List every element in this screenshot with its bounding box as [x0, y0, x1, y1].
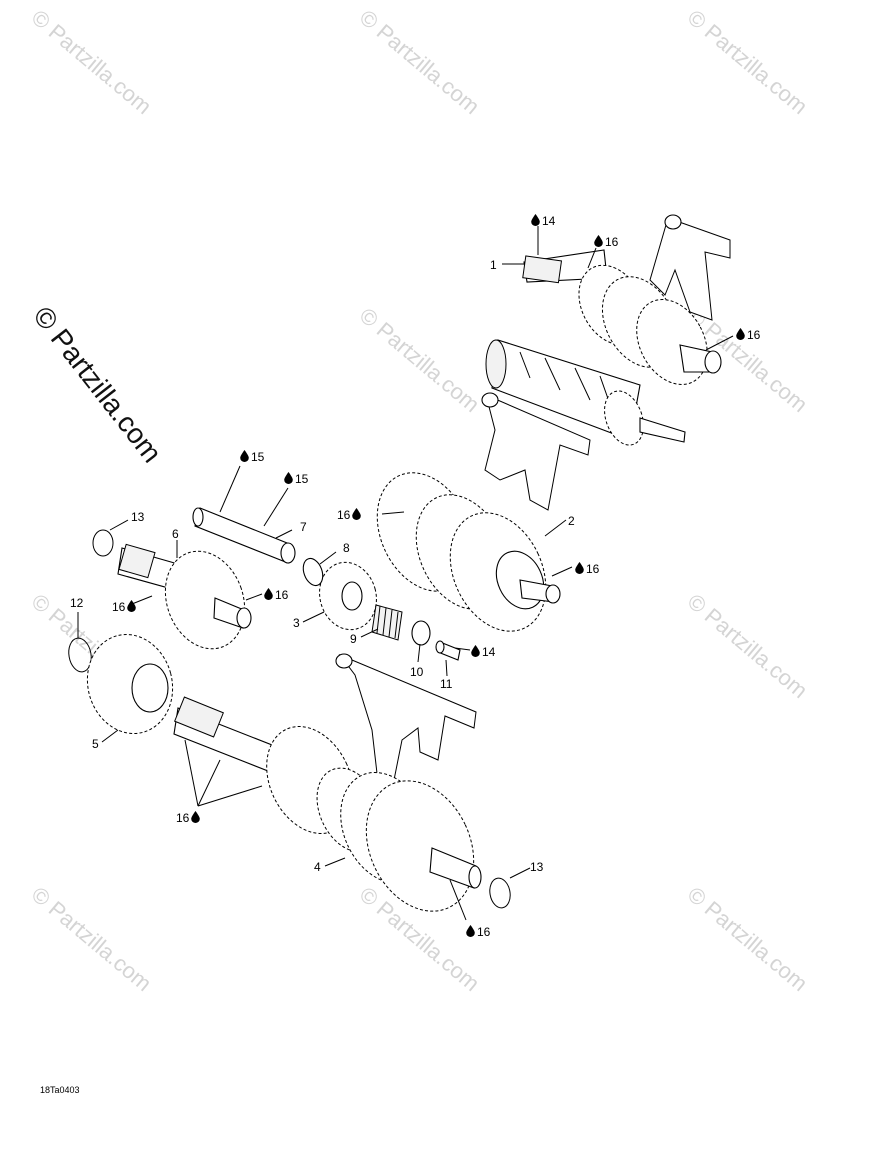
part-13-ring-bottom [489, 877, 511, 909]
shift-fork-bottom [335, 653, 477, 791]
part-12-circlip [68, 637, 92, 673]
lube-16-part6-left: 16 [112, 600, 136, 614]
oil-drop-icon [352, 508, 361, 520]
part-8-washer [302, 557, 324, 587]
callout-7: 7 [300, 520, 307, 534]
svg-text:16: 16 [586, 562, 600, 576]
svg-text:16: 16 [275, 588, 289, 602]
svg-text:15: 15 [251, 450, 265, 464]
lube-16-shaft1-end: 16 [736, 328, 761, 342]
svg-text:16: 16 [112, 600, 126, 614]
callout-10: 10 [410, 665, 424, 679]
svg-text:16: 16 [605, 235, 619, 249]
callout-8: 8 [343, 541, 350, 555]
lube-14-top: 14 [531, 214, 556, 228]
lube-16-shaft1: 16 [594, 235, 619, 249]
oil-drop-icon [284, 472, 293, 484]
callout-5: 5 [92, 737, 99, 751]
watermark-text: © Partzilla.com [683, 882, 813, 996]
watermark-text: © Partzilla.com [27, 5, 157, 119]
part-callouts: 1 2 3 4 5 6 7 8 9 10 11 12 13 13 [70, 258, 575, 874]
lube-15-right: 15 [284, 472, 309, 486]
svg-text:15: 15 [295, 472, 309, 486]
callout-9: 9 [350, 632, 357, 646]
callout-13-bottom: 13 [530, 860, 544, 874]
lube-callouts: 14 16 16 15 15 16 16 16 [112, 214, 761, 939]
watermark-text: © Partzilla.com [683, 5, 813, 119]
shift-fork-top [649, 214, 731, 321]
callout-13-top: 13 [131, 510, 145, 524]
oil-drop-icon [127, 600, 136, 612]
brand-text: © Partzilla.com [27, 301, 168, 469]
lube-16-cluster-right: 16 [575, 562, 600, 576]
watermark-text: © Partzilla.com [355, 5, 485, 119]
oil-drop-icon [191, 811, 200, 823]
watermark-text: © Partzilla.com [27, 882, 157, 996]
part-5-sprocket-gear [86, 633, 174, 735]
oil-drop-icon [531, 214, 540, 226]
lube-16-part6-right: 16 [264, 588, 289, 602]
drawing-code: 18Ta0403 [40, 1085, 80, 1095]
callout-2: 2 [568, 514, 575, 528]
shift-drum [485, 339, 686, 446]
leader-lines [77, 226, 734, 921]
oil-drop-icon [471, 645, 480, 657]
callout-6: 6 [172, 527, 179, 541]
svg-text:14: 14 [542, 214, 556, 228]
part-9-needle-bearing [371, 604, 403, 641]
lube-16-cluster-left: 16 [337, 508, 361, 522]
part-4-output-shaft [173, 696, 482, 912]
oil-drop-icon [264, 588, 273, 600]
svg-text:16: 16 [337, 508, 351, 522]
shift-fork-middle [481, 392, 591, 511]
oil-drop-icon [736, 328, 745, 340]
callout-1: 1 [490, 258, 497, 272]
part-2-gear-cluster [376, 472, 561, 632]
callout-4: 4 [314, 860, 321, 874]
part-13-ring-top [92, 529, 114, 557]
svg-text:16: 16 [176, 811, 190, 825]
part-3-small-gear [319, 561, 377, 631]
part-11-screw [435, 640, 461, 661]
callout-11: 11 [440, 677, 453, 691]
oil-drop-icon [466, 925, 475, 937]
part-10-washer [411, 620, 431, 646]
svg-text:14: 14 [482, 645, 496, 659]
lube-14-screw: 14 [471, 645, 496, 659]
watermark-text: © Partzilla.com [355, 303, 485, 417]
lube-15-left: 15 [240, 450, 265, 464]
callout-3: 3 [293, 616, 300, 630]
part-1-input-shaft [522, 249, 722, 385]
oil-drop-icon [594, 235, 603, 247]
oil-drop-icon [240, 450, 249, 462]
lube-16-output-end: 16 [466, 925, 491, 939]
svg-text:16: 16 [747, 328, 761, 342]
svg-text:16: 16 [477, 925, 491, 939]
lube-16-output-triple: 16 [176, 811, 200, 825]
watermark-text: © Partzilla.com [683, 589, 813, 703]
oil-drop-icon [575, 562, 584, 574]
part-7-pin-shaft [192, 507, 296, 564]
part-6-shaft-gear [117, 543, 252, 650]
callout-12: 12 [70, 596, 84, 610]
